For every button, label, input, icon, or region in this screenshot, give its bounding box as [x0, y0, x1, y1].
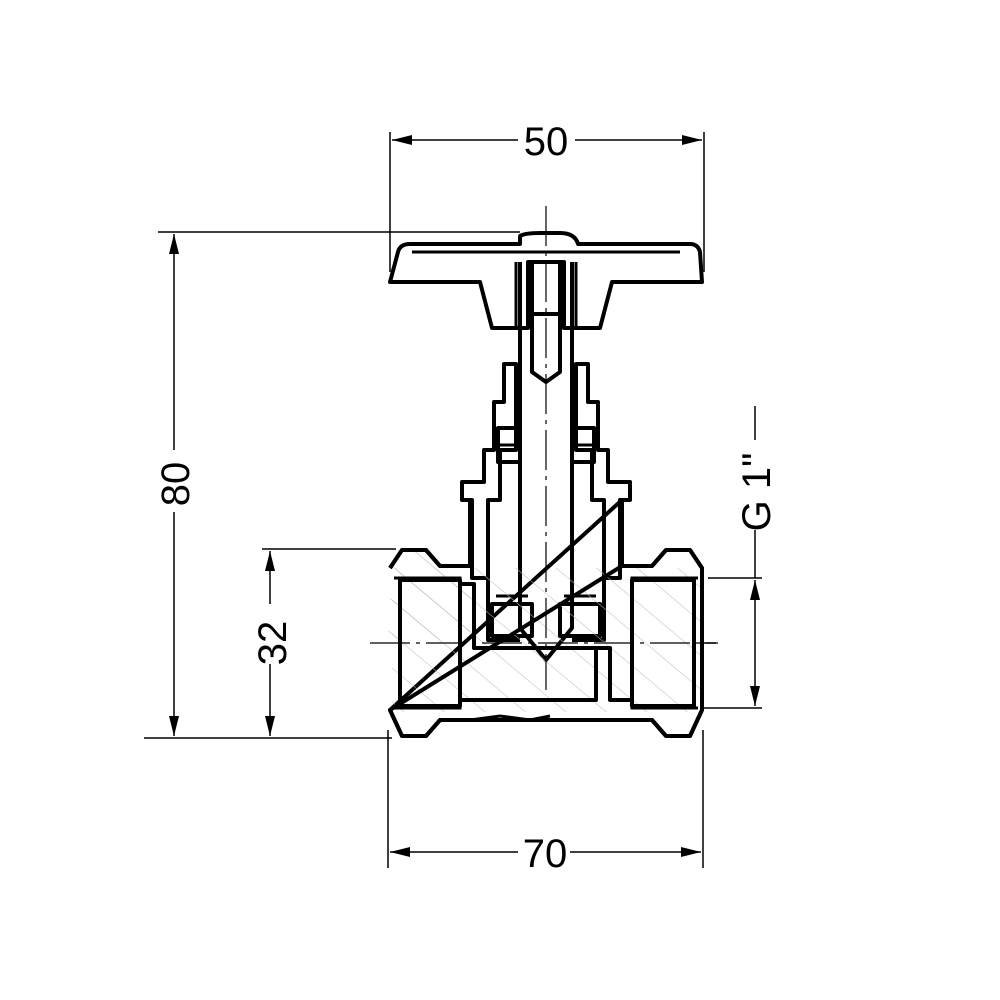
dimension-handwheel-width: 50 [389, 120, 705, 272]
center-lines [370, 206, 718, 690]
dimension-label-70: 70 [523, 832, 568, 876]
dimension-thread: G 1" [704, 406, 779, 709]
dimension-body-height: 32 [251, 548, 396, 736]
dimension-total-height: 80 [144, 231, 520, 739]
dimension-label-50: 50 [524, 120, 569, 164]
dimension-label-80: 80 [154, 462, 198, 507]
valve-body [388, 498, 704, 738]
dimension-label-thread: G 1" [735, 453, 779, 532]
dimension-label-32: 32 [251, 621, 295, 666]
dimension-body-length: 70 [387, 730, 704, 876]
